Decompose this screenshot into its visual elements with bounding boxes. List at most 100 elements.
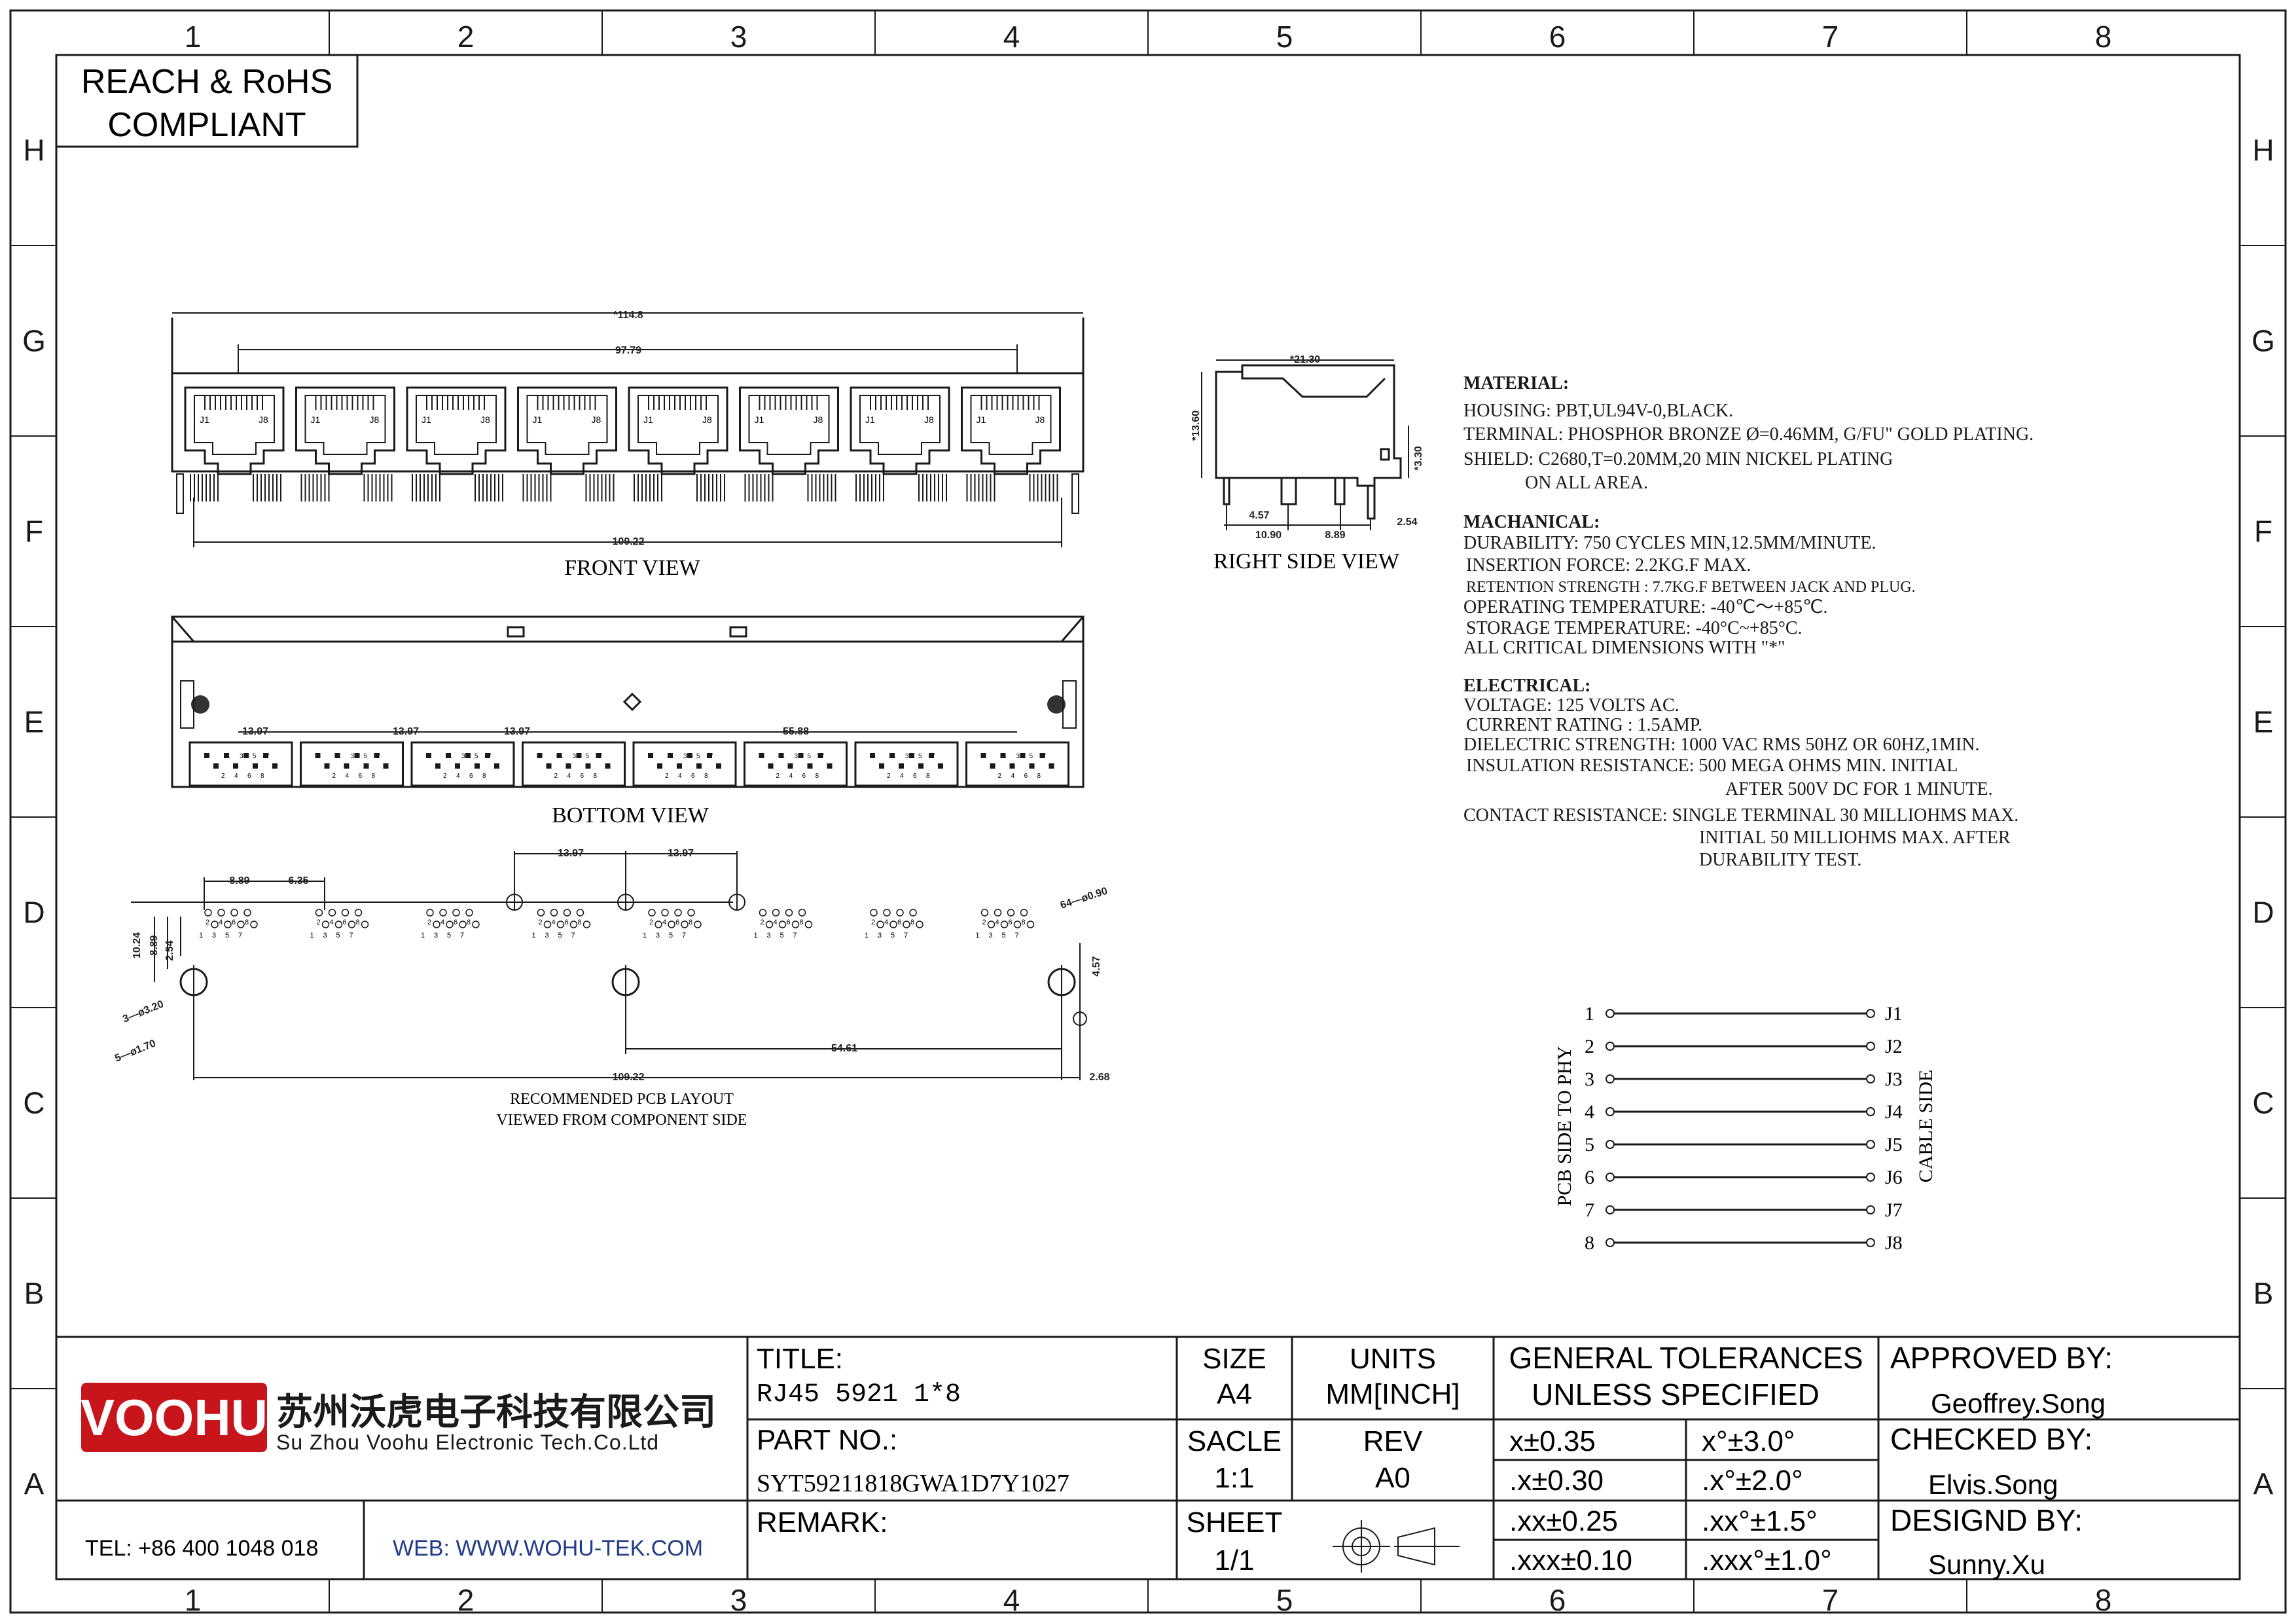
spec-elec-2: CURRENT RATING : 1.5AMP. (1466, 715, 1702, 735)
bottom-pin-label: 3 (683, 753, 687, 760)
schematic-line: 4 J4 (1585, 1101, 1903, 1123)
dim-pcb-457: 4.57 (1091, 956, 1102, 976)
sheet-value: 1/1 (1214, 1544, 1254, 1577)
grid-row-label-right: H (2252, 134, 2274, 168)
compliance-box: REACH & RoHS COMPLIANT (55, 54, 359, 148)
pcb-pin-label: 5 (336, 932, 340, 939)
pcb-pin-label: 7 (350, 932, 353, 939)
spec-mech-5: STORAGE TEMPERATURE: -40°C~+85°C. (1466, 618, 1803, 638)
pcb-pin-label: 6 (343, 919, 347, 926)
pcb-pin-label: 8 (689, 919, 692, 926)
spec-mech-1: DURABILITY: 750 CYCLES MIN,12.5MM/MINUTE… (1463, 533, 1876, 553)
size-label: SIZE (1202, 1343, 1266, 1375)
rev-value: A0 (1375, 1462, 1410, 1494)
front-port-pin-first: J1 (422, 414, 431, 425)
dim-front-inner: 97.79 (615, 345, 641, 356)
bottom-pin-label: 6 (1024, 773, 1028, 780)
front-port-pin-first: J1 (977, 414, 986, 425)
schematic-right-pin: J4 (1885, 1101, 1903, 1123)
spec-mech-6: ALL CRITICAL DIMENSIONS WITH "*" (1463, 638, 1785, 658)
checked-label: CHECKED BY: (1890, 1422, 2092, 1456)
grid-col-label-bottom: 7 (1822, 1583, 1839, 1617)
grid-row-label-right: E (2253, 705, 2274, 739)
pcb-pin-label: 8 (245, 919, 249, 926)
sheet-label: SHEET (1187, 1506, 1283, 1539)
bottom-pin-label: 6 (802, 773, 806, 780)
grid-row-label-right: F (2254, 515, 2272, 549)
pcb-pin-label: 7 (904, 932, 908, 939)
front-port-pin-first: J1 (311, 414, 321, 425)
bottom-pin-label: 3 (905, 753, 909, 760)
compliance-line-2: COMPLIANT (107, 106, 306, 144)
grid-row-label-right: A (2253, 1467, 2274, 1501)
bottom-pin-label: 3 (795, 753, 798, 760)
pcb-pin-label: 1 (754, 932, 758, 939)
pcb-pin-label: 1 (865, 932, 869, 939)
company-name-cn: 苏州沃虎电子科技有限公司 (276, 1391, 716, 1432)
dim-pcb-1397a: 13.97 (558, 848, 584, 859)
grid-col-label-bottom: 6 (1549, 1583, 1566, 1617)
pcb-pin-label: 5 (1002, 932, 1006, 939)
pcb-pin-label: 2 (539, 919, 543, 926)
grid-row-label-left: H (23, 134, 45, 168)
title-label: TITLE: (757, 1343, 843, 1375)
grid-col-label-bottom: 2 (457, 1583, 475, 1617)
dim-front-overall: *114.8 (613, 310, 643, 321)
bottom-pin-label: 8 (594, 773, 598, 780)
tol-angular-cell: .xx°±1.5° (1702, 1505, 1818, 1537)
bottom-pin-label: 2 (665, 773, 669, 780)
schematic-left-pin: 4 (1585, 1101, 1594, 1123)
approved-label: APPROVED BY: (1890, 1341, 2113, 1375)
company-tel: TEL: +86 400 1048 018 (85, 1536, 318, 1561)
grid-row-label-left: E (24, 705, 45, 739)
schematic-left-pin: 7 (1585, 1199, 1594, 1221)
dim-pcb-889v: 8.89 (149, 935, 160, 955)
dim-right-457: 4.57 (1249, 510, 1269, 521)
spec-elec-8: DURABILITY TEST. (1699, 850, 1861, 870)
pcb-pin-label: 6 (675, 919, 679, 926)
scale-label: SACLE (1187, 1425, 1282, 1457)
dim-pcb-1024: 10.24 (132, 932, 143, 958)
front-port-pin-last: J8 (259, 414, 268, 425)
grid-row-label-right: C (2252, 1086, 2274, 1120)
dim-pcb-1397b: 13.97 (668, 848, 694, 859)
company-web[interactable]: WEB: WWW.WOHU-TEK.COM (393, 1536, 703, 1561)
dim-right-889: 8.89 (1325, 530, 1345, 541)
grid-row-label-left: F (25, 515, 43, 549)
grid-col-label-bottom: 8 (2095, 1583, 2112, 1617)
bottom-pin-label: 6 (469, 773, 473, 780)
grid-col-label-bottom: 4 (1003, 1583, 1020, 1617)
spec-elec-4: INSULATION RESISTANCE: 500 MEGA OHMS MIN… (1466, 756, 1958, 776)
specifications: MATERIAL: HOUSING: PBT,UL94V-0,BLACK. TE… (1463, 373, 2034, 870)
bottom-pin-label: 4 (456, 773, 460, 780)
front-port-pin-last: J8 (370, 414, 380, 425)
dim-pcb-090: 64—ø0.90 (1059, 886, 1109, 911)
bottom-pin-label: 5 (253, 753, 257, 760)
pcb-pin-label: 5 (447, 932, 451, 939)
dim-pcb-170: 5—ø1.70 (113, 1038, 157, 1064)
pcb-pin-label: 6 (565, 919, 569, 926)
right-view-caption: RIGHT SIDE VIEW (1213, 549, 1400, 574)
units-label: UNITS (1350, 1343, 1436, 1375)
front-port-pin-first: J1 (533, 414, 543, 425)
pcb-pin-label: 8 (910, 919, 914, 926)
pcb-pin-label: 6 (897, 919, 901, 926)
dim-right-width: *21.30 (1290, 354, 1320, 365)
tol-linear-cell: x±0.35 (1509, 1425, 1596, 1457)
spec-elec-6: CONTACT RESISTANCE: SINGLE TERMINAL 30 M… (1463, 805, 2018, 826)
spec-elec-7: INITIAL 50 MILLIOHMS MAX. AFTER (1699, 828, 2011, 848)
pcb-pin-label: 1 (976, 932, 980, 939)
schematic-left-pin: 6 (1585, 1167, 1594, 1188)
pcb-caption-1: RECOMMENDED PCB LAYOUT (510, 1091, 734, 1108)
pcb-pin-label: 3 (323, 932, 327, 939)
pcb-pin-label: 1 (310, 932, 314, 939)
